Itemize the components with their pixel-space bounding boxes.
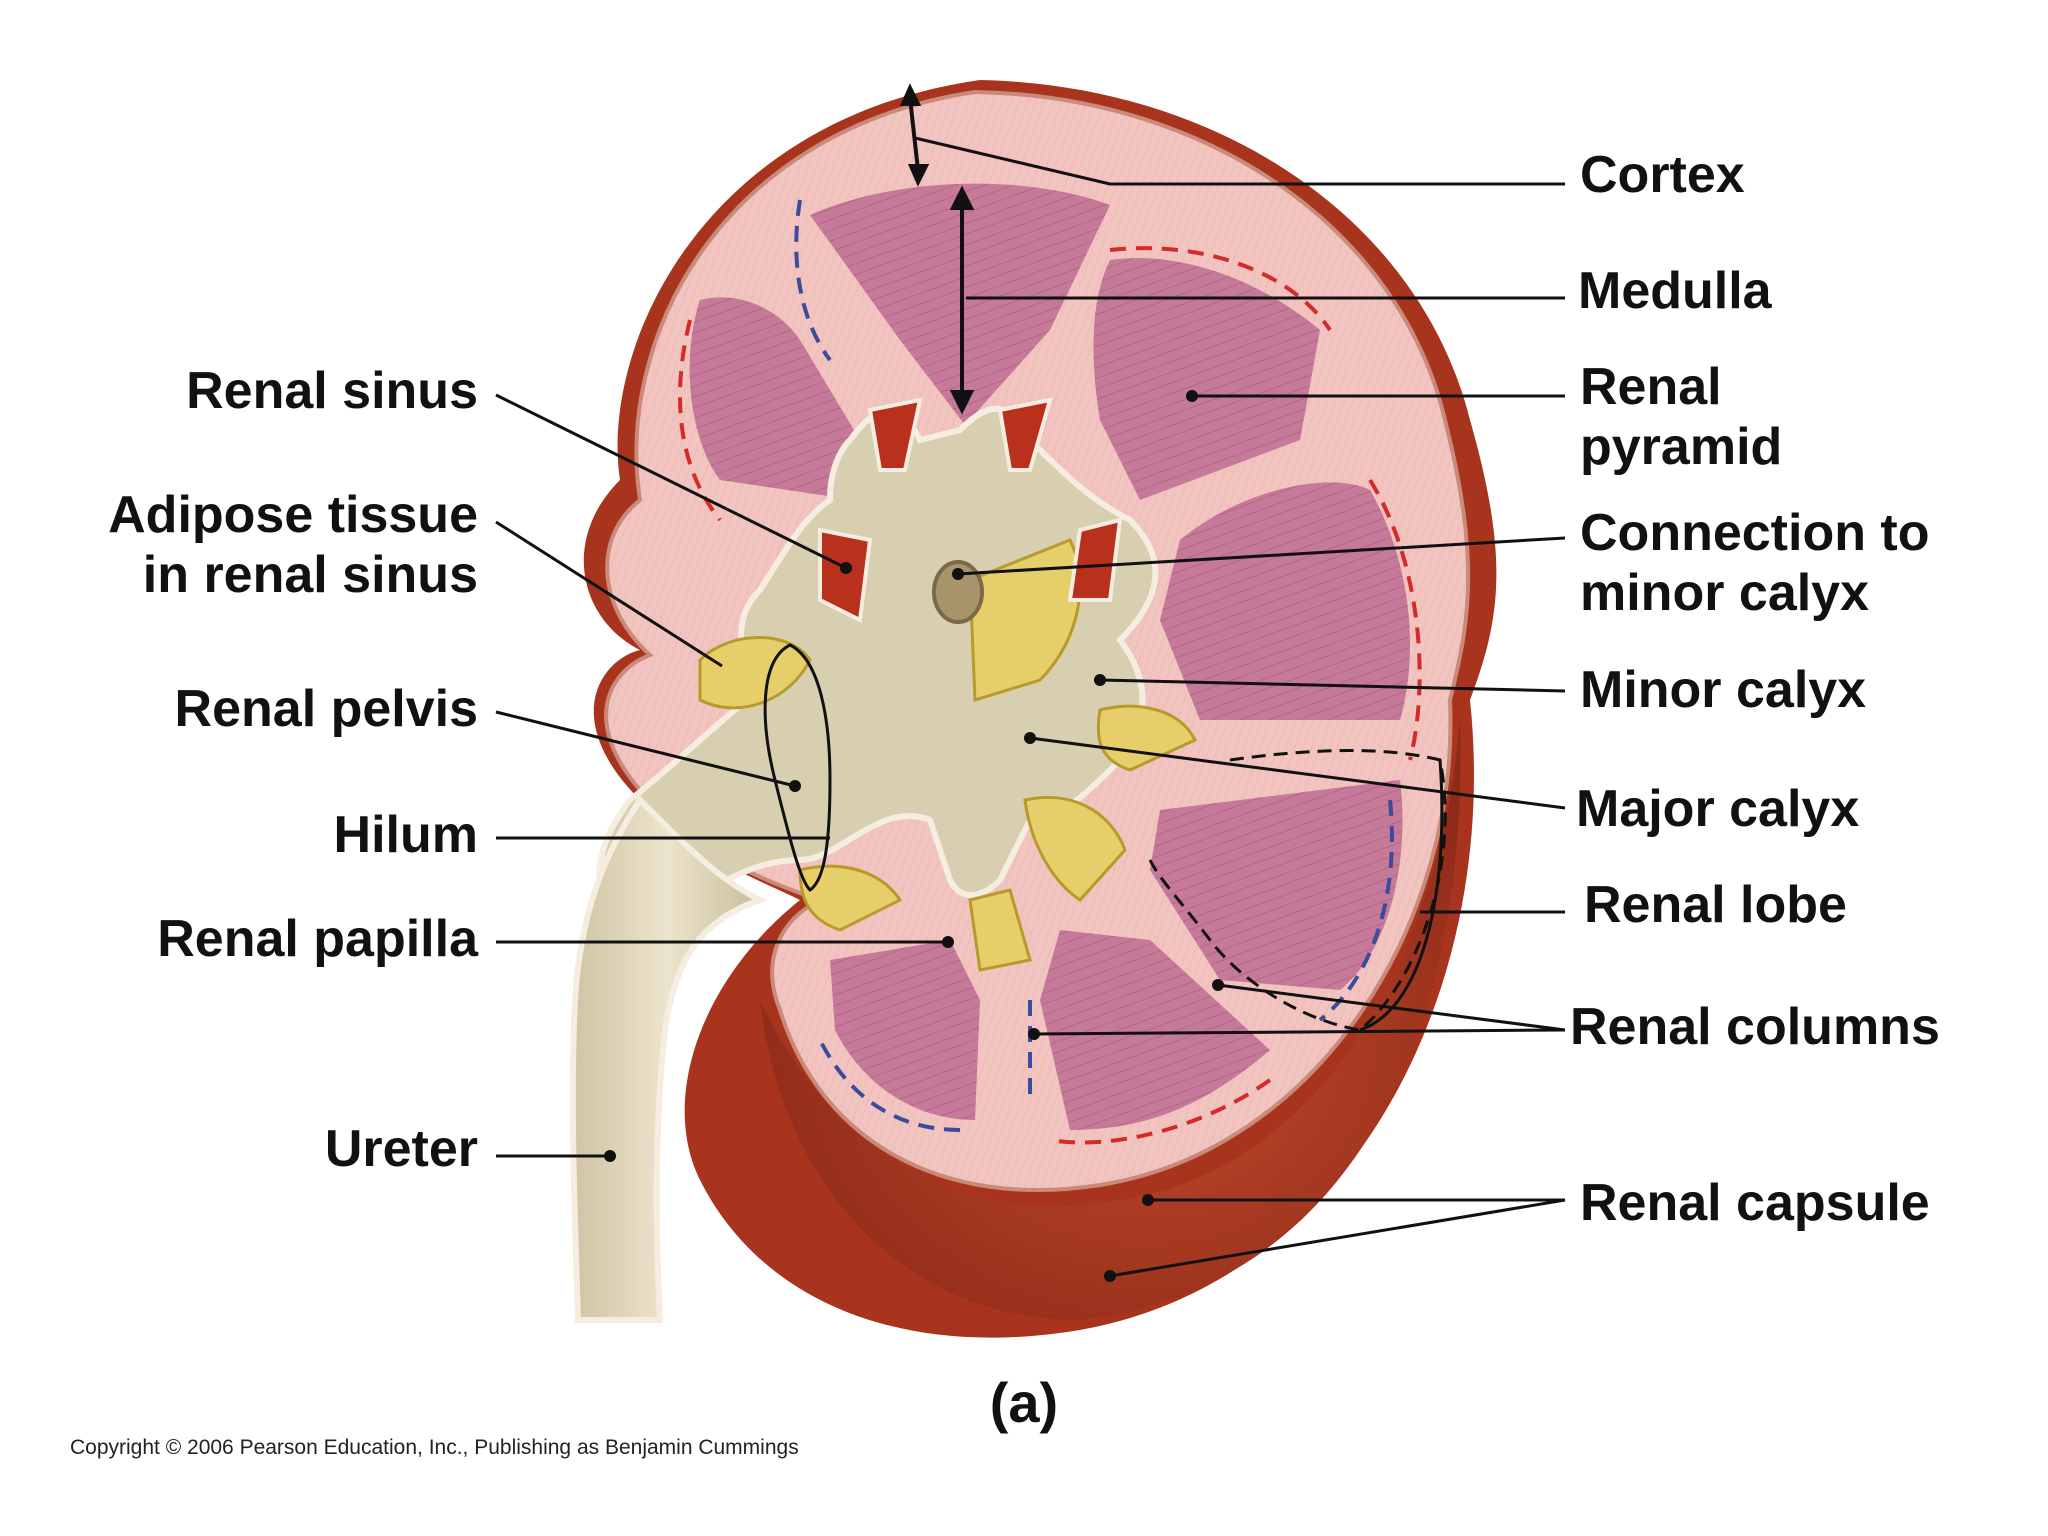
- label-renal-columns: Renal columns: [1570, 998, 1940, 1056]
- copyright-notice: Copyright © 2006 Pearson Education, Inc.…: [70, 1436, 799, 1459]
- label-ureter: Ureter: [325, 1120, 478, 1178]
- label-major-calyx: Major calyx: [1576, 780, 1859, 838]
- label-medulla: Medulla: [1578, 262, 1773, 320]
- label-adipose-line2: in renal sinus: [143, 546, 478, 604]
- label-adipose-line1: Adipose tissue: [108, 486, 478, 544]
- label-renal-papilla: Renal papilla: [157, 910, 479, 968]
- label-minor-calyx: Minor calyx: [1580, 661, 1866, 719]
- label-connection-line1: Connection to: [1580, 504, 1930, 562]
- label-connection-line2: minor calyx: [1580, 564, 1869, 622]
- label-renal-capsule: Renal capsule: [1580, 1174, 1930, 1232]
- label-renal-pyramid-line2: pyramid: [1580, 418, 1782, 476]
- label-hilum: Hilum: [334, 806, 478, 864]
- label-renal-sinus: Renal sinus: [186, 362, 478, 420]
- figure-label: (a): [990, 1371, 1058, 1434]
- label-renal-pelvis: Renal pelvis: [175, 680, 478, 738]
- label-renal-lobe: Renal lobe: [1584, 876, 1847, 934]
- label-cortex: Cortex: [1580, 146, 1745, 204]
- label-renal-pyramid-line1: Renal: [1580, 358, 1722, 416]
